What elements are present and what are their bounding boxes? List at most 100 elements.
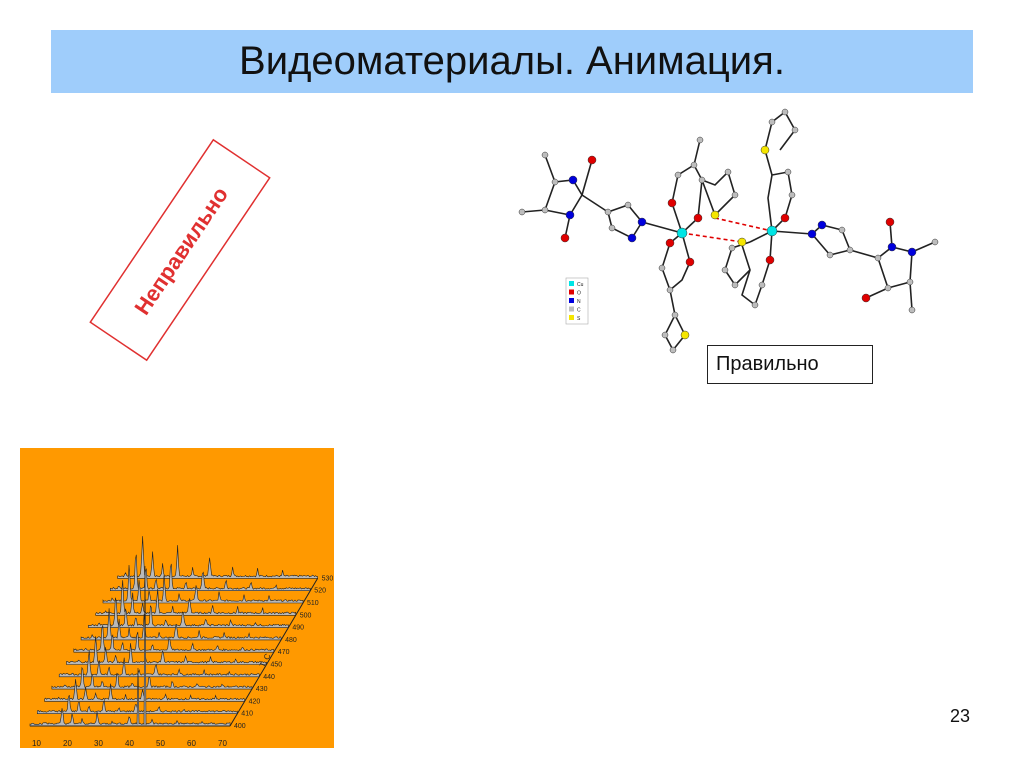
z-axis	[229, 578, 319, 727]
x-tick-label: 10	[32, 739, 41, 748]
z-tick-label: 480	[285, 637, 297, 644]
legend-swatch	[569, 315, 574, 320]
z-tick-label: 510	[307, 600, 319, 607]
atom	[788, 191, 796, 199]
atom	[807, 229, 817, 239]
z-tick-label: 490	[292, 625, 304, 632]
atom	[674, 171, 682, 179]
atom	[680, 330, 690, 340]
atom	[560, 233, 570, 243]
atom	[874, 254, 882, 262]
legend-label: Cu	[577, 282, 584, 288]
atom	[768, 118, 776, 126]
legend-swatch	[569, 306, 574, 312]
xrd-chart: 530 520 510 500 490 480 470 450 440 430 420 410 400 1…	[20, 448, 334, 748]
series-trace	[110, 554, 311, 591]
series-trace	[95, 580, 296, 616]
right-label: Правильно	[707, 345, 873, 384]
atom	[604, 208, 612, 216]
title-bar: Видеоматериалы. Анимация.	[51, 30, 973, 93]
z-tick-label: 400	[234, 723, 246, 730]
atom	[884, 284, 892, 292]
atom	[667, 198, 677, 208]
atom	[637, 217, 647, 227]
legend-label: N	[577, 299, 581, 305]
atom	[846, 246, 854, 254]
legend-label: O	[577, 291, 581, 297]
atom	[551, 178, 559, 186]
atom	[838, 226, 846, 234]
atom	[861, 293, 871, 303]
atom	[671, 311, 679, 319]
legend-swatch	[569, 298, 574, 303]
atom	[608, 224, 616, 232]
atom	[791, 126, 799, 134]
atom	[666, 286, 674, 294]
atom	[710, 210, 720, 220]
x-tick-label: 40	[125, 739, 134, 748]
series-trace	[29, 565, 231, 727]
z-tick-label: 520	[314, 588, 326, 595]
atom	[665, 238, 675, 248]
atom	[587, 155, 597, 165]
atom	[676, 227, 688, 239]
atom	[661, 331, 669, 339]
x-tick-label: 20	[63, 739, 72, 748]
atom	[751, 301, 759, 309]
atom	[908, 306, 916, 314]
atom	[728, 244, 736, 252]
atom	[685, 257, 695, 267]
atom	[784, 168, 792, 176]
atom	[698, 176, 706, 184]
z-tick-label: 440	[263, 674, 275, 681]
atom	[541, 151, 549, 159]
atom	[766, 225, 778, 237]
x-tick-label: 60	[187, 739, 196, 748]
atom	[627, 233, 637, 243]
atom	[826, 251, 834, 259]
page-number: 23	[949, 706, 970, 726]
atom	[731, 191, 739, 199]
series-trace	[80, 608, 282, 641]
legend-label: S	[577, 316, 581, 322]
atom	[817, 220, 827, 230]
series-trace	[88, 597, 289, 628]
atom	[565, 210, 575, 220]
atom	[731, 281, 739, 289]
z-tick-label: 470	[278, 649, 290, 656]
z-tick-label: 410	[241, 711, 253, 718]
z-tick-label: 530	[322, 575, 334, 582]
atom	[568, 175, 578, 185]
atom	[906, 278, 914, 286]
atom	[696, 136, 704, 144]
atom	[541, 206, 549, 214]
legend-label: C	[577, 308, 581, 314]
atom	[907, 247, 917, 257]
atom	[760, 145, 770, 155]
slide-title: Видеоматериалы. Анимация.	[239, 39, 785, 83]
x-tick-label: 50	[156, 739, 165, 748]
series-trace	[51, 666, 253, 690]
atom	[765, 255, 775, 265]
x-tick-label: 30	[94, 739, 103, 748]
atom	[518, 208, 526, 216]
z-tick-label: 500	[300, 612, 312, 619]
z-tick-label: 450	[271, 662, 283, 669]
atom	[724, 168, 732, 176]
series-trace	[102, 565, 304, 604]
atom	[658, 264, 666, 272]
atom	[758, 281, 766, 289]
atom	[693, 213, 703, 223]
atom	[781, 108, 789, 116]
atom	[669, 346, 677, 354]
z-tick-label: 420	[249, 698, 261, 705]
atom	[737, 237, 747, 247]
atom	[624, 201, 632, 209]
atom	[931, 238, 939, 246]
x-tick-label: 70	[218, 739, 227, 748]
wrong-example: Неправильно	[89, 135, 271, 362]
atom	[887, 242, 897, 252]
atom	[721, 266, 729, 274]
z-tick-label: 430	[256, 686, 268, 693]
